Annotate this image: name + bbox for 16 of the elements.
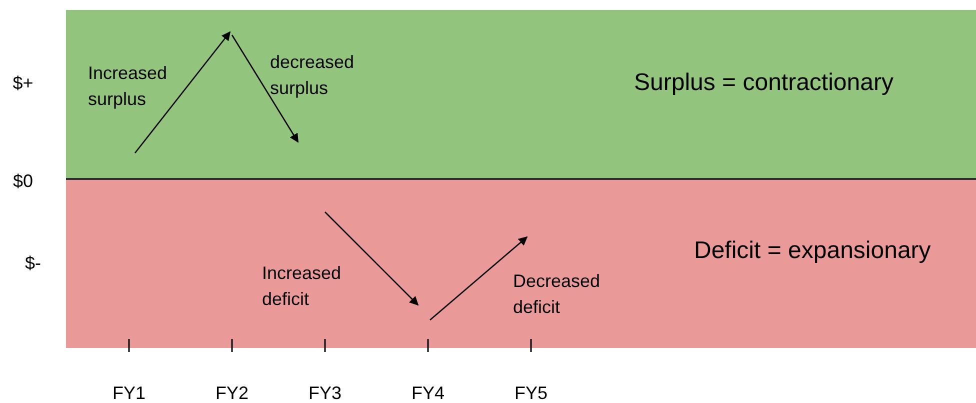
axis-label: FY3 <box>307 382 342 403</box>
region-band <box>66 179 976 348</box>
trend-label: decreased surplus <box>270 51 356 100</box>
axis-label: $0 <box>12 170 34 193</box>
trend-label: Increased surplus <box>88 62 168 111</box>
region-title: Deficit = expansionary <box>694 236 931 266</box>
region-band <box>66 10 976 179</box>
axis-label: $+ <box>12 72 34 95</box>
axis-label: FY5 <box>513 382 548 403</box>
axis-label: FY1 <box>111 382 146 403</box>
axis-label: $- <box>24 252 42 275</box>
trend-label: Decreased deficit <box>513 270 602 319</box>
trend-label: Increased deficit <box>262 262 342 311</box>
axis-label: FY4 <box>410 382 446 403</box>
axis-label: FY2 <box>214 382 250 403</box>
region-title: Surplus = contractionary <box>634 68 894 98</box>
